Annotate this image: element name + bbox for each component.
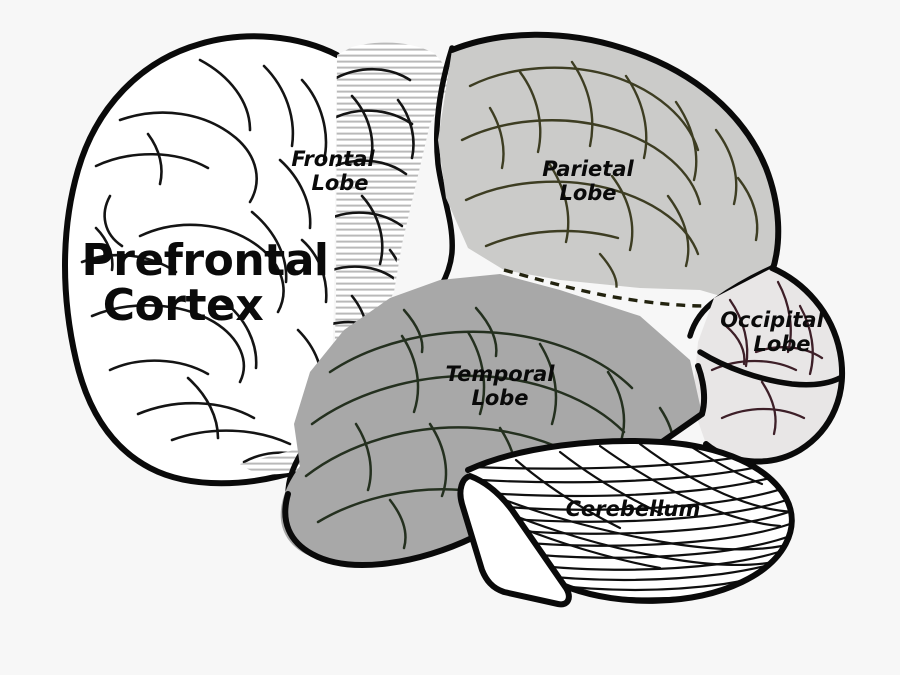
temporal-lobe-label-line2: Lobe [471,386,528,410]
prefrontal-fill [65,36,337,484]
brainstem-fill [460,476,569,605]
parietal-sulci [460,60,759,292]
parieto-temporal-dashed-border [503,268,707,308]
occipital-outline [703,265,846,465]
parietal-lobe-label-line1: Parietal [542,157,634,181]
frontal-fill-hatch [240,42,454,475]
occipital-lobe-label-line2: Lobe [753,332,810,356]
prefrontal-cortex-label-line1: Prefrontal [82,235,329,286]
label-parietal-lobe: Parietal Lobe [542,157,634,205]
label-temporal-lobe: Temporal Lobe [446,362,556,410]
region-temporal-lobe [280,274,708,568]
prefrontal-cortex-label-line2: Cortex [103,280,264,331]
region-prefrontal-cortex [62,33,340,487]
label-prefrontal-cortex: Prefrontal Cortex [82,235,330,331]
temporal-lobe-label-line1: Temporal [446,362,556,386]
occipital-sulci [710,280,824,436]
temporal-occipital-edge [695,363,708,417]
prefrontal-outline [62,33,340,487]
frontal-lobe-label-line2: Lobe [311,171,368,195]
occipital-lobe-label-line1: Occipital [720,308,824,332]
parietal-lobe-label-line2: Lobe [559,181,616,205]
region-occipital-lobe [692,265,846,465]
parietal-outline [449,31,782,275]
label-occipital-lobe: Occipital Lobe [720,308,824,356]
prefrontal-sulci [80,58,328,464]
label-frontal-lobe: Frontal Lobe [291,147,375,195]
label-cerebellum: Cerebellum [566,497,701,521]
occipital-major-sulcus [697,349,843,388]
frontal-lobe-label-line1: Frontal [291,147,375,171]
region-parietal-lobe [438,31,782,301]
brainstem-outline [457,473,572,608]
region-brainstem [457,473,572,608]
cerebellum-label: Cerebellum [566,497,701,521]
